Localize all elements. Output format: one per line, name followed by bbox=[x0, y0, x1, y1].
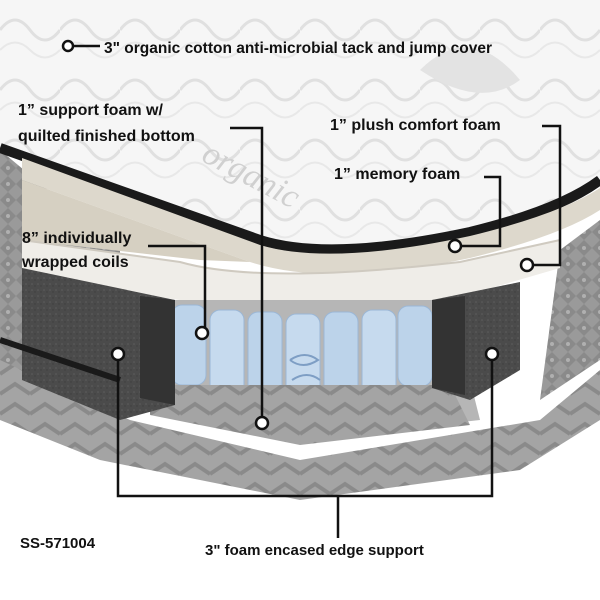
label-coils-line1: 8” individually bbox=[22, 230, 132, 247]
comfort-foam-layer bbox=[22, 240, 560, 310]
label-support-foam-line1: 1” support foam w/ bbox=[18, 102, 163, 119]
bottom-trim bbox=[0, 337, 121, 383]
label-edge-support: 3" foam encased edge support bbox=[205, 542, 424, 559]
label-coils: 8” individually wrapped coils bbox=[22, 227, 172, 275]
comfort-foam-edge bbox=[21, 239, 561, 275]
label-support-foam-line2: quilted finished bottom bbox=[18, 128, 195, 145]
label-support-foam: 1” support foam w/ quilted finished bott… bbox=[18, 98, 248, 150]
top-trim bbox=[0, 143, 600, 255]
label-cover: 3" organic cotton anti-microbial tack an… bbox=[104, 40, 493, 57]
pocket-coils bbox=[171, 304, 433, 405]
label-coils-line2: wrapped coils bbox=[22, 254, 129, 271]
cover-leaf-motif bbox=[420, 47, 520, 93]
bottom-quilt bbox=[0, 360, 600, 500]
label-memory-foam: 1” memory foam bbox=[334, 166, 461, 183]
model-code: SS-571004 bbox=[20, 535, 96, 552]
coil-bed-chevron bbox=[150, 385, 470, 445]
leader-lines bbox=[61, 39, 562, 538]
label-plush-comfort-foam: 1” plush comfort foam bbox=[330, 117, 501, 134]
edge-foam-left bbox=[22, 268, 175, 420]
side-fabric-right bbox=[540, 220, 600, 400]
edge-foam-right-inner bbox=[432, 296, 465, 395]
memory-foam-front bbox=[22, 158, 250, 262]
edge-foam-left-inner bbox=[140, 296, 175, 405]
